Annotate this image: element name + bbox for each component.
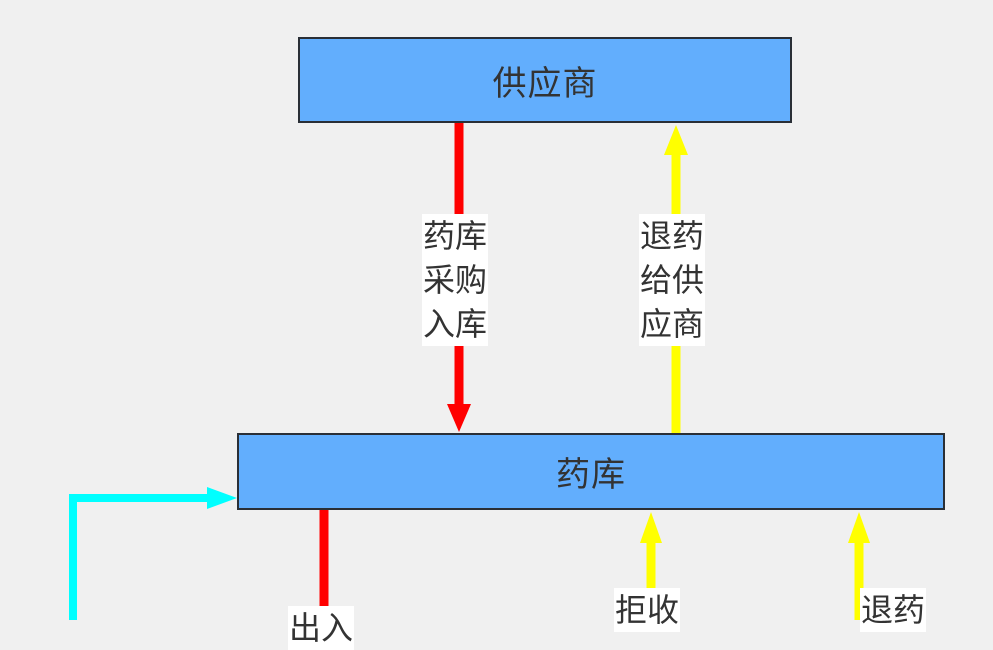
edge-return-to-supplier-label: 退药 给供 应商: [639, 214, 706, 346]
edge-bottom-return: [848, 512, 870, 620]
edge-bottom-return-arrowhead: [848, 512, 870, 543]
edge-cyan-inbound-line: [69, 494, 212, 620]
edge-purchase-in-arrowhead: [447, 404, 471, 432]
edge-bottom-reject-arrowhead: [640, 512, 662, 543]
node-warehouse-label: 药库: [556, 455, 626, 495]
node-supplier: 供应商: [298, 37, 792, 123]
node-supplier-label: 供应商: [492, 63, 598, 104]
edge-bottom-return-label: 退药: [860, 588, 927, 632]
edge-cyan-inbound: [69, 487, 237, 620]
node-warehouse: 药库: [237, 433, 945, 510]
edge-cyan-inbound-arrowhead: [207, 487, 237, 509]
edge-purchase-in-label: 药库 采购 入库: [422, 214, 489, 346]
edge-return-to-supplier-arrowhead: [664, 125, 688, 155]
edge-bottom-reject-label: 拒收: [614, 588, 681, 632]
edge-bottom-left-out-label: 出入: [288, 606, 355, 650]
